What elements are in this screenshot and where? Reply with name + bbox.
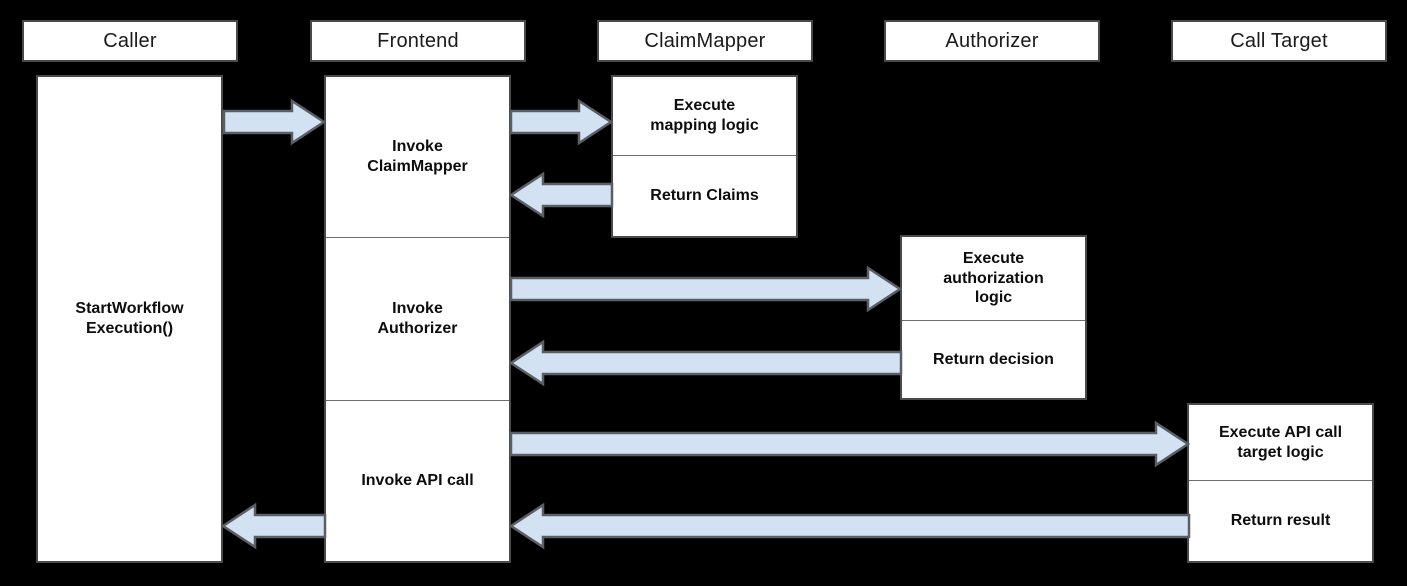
message-arrow-authorizer-to-frontend[interactable] <box>508 339 903 387</box>
participant-header-claimmapper[interactable]: ClaimMapper <box>597 20 813 62</box>
participant-label-caller: Caller <box>103 30 157 52</box>
lifeline-frontend: Invoke ClaimMapper Invoke Authorizer Inv… <box>324 75 511 563</box>
activation-frontend-invoke-api-call[interactable]: Invoke API call <box>326 400 509 561</box>
activation-frontend-invoke-claimmapper[interactable]: Invoke ClaimMapper <box>326 77 509 237</box>
activation-label: Invoke ClaimMapper <box>367 138 468 175</box>
activation-label: Execute API call target logic <box>1218 423 1343 461</box>
activation-calltarget-execute-api-call-target-logic[interactable]: Execute API call target logic <box>1189 405 1372 480</box>
participant-label-calltarget: Call Target <box>1230 30 1328 52</box>
activation-claimmapper-return-claims[interactable]: Return Claims <box>613 155 796 236</box>
lifeline-calltarget: Execute API call target logic Return res… <box>1187 403 1374 563</box>
message-arrow-frontend-to-claimmapper[interactable] <box>509 98 614 146</box>
participant-header-calltarget[interactable]: Call Target <box>1171 20 1387 62</box>
participant-label-frontend: Frontend <box>377 30 459 52</box>
activation-label: Invoke API call <box>361 472 474 490</box>
message-arrow-frontend-to-authorizer[interactable] <box>509 265 903 313</box>
activation-authorizer-return-decision[interactable]: Return decision <box>902 320 1085 398</box>
message-arrow-claimmapper-to-frontend[interactable] <box>508 171 614 219</box>
participant-header-frontend[interactable]: Frontend <box>310 20 526 62</box>
message-arrow-frontend-to-calltarget[interactable] <box>509 420 1191 468</box>
message-arrow-caller-to-frontend[interactable] <box>222 98 327 146</box>
activation-authorizer-execute-authorization-logic[interactable]: Execute authorization logic <box>902 237 1085 320</box>
activation-label: Return result <box>1230 512 1331 530</box>
activation-label: Return decision <box>933 350 1054 368</box>
message-arrow-calltarget-to-frontend[interactable] <box>508 502 1191 550</box>
message-arrow-frontend-to-caller[interactable] <box>220 502 327 550</box>
lifeline-authorizer: Execute authorization logic Return decis… <box>900 235 1087 400</box>
activation-label: Execute mapping logic <box>650 97 759 134</box>
lifeline-caller: StartWorkflow Execution() <box>36 75 223 563</box>
activation-label: Invoke Authorizer <box>377 300 458 337</box>
participant-header-caller[interactable]: Caller <box>22 20 238 62</box>
participant-label-claimmapper: ClaimMapper <box>644 30 766 52</box>
activation-calltarget-return-result[interactable]: Return result <box>1189 480 1372 561</box>
lifeline-claimmapper: Execute mapping logic Return Claims <box>611 75 798 238</box>
activation-label: Return Claims <box>650 187 759 205</box>
activation-label: StartWorkflow Execution() <box>75 300 184 337</box>
participant-header-authorizer[interactable]: Authorizer <box>884 20 1100 62</box>
activation-caller-start-workflow[interactable]: StartWorkflow Execution() <box>38 77 221 561</box>
activation-label: Execute authorization logic <box>943 250 1044 307</box>
activation-claimmapper-execute-mapping-logic[interactable]: Execute mapping logic <box>613 77 796 155</box>
participant-label-authorizer: Authorizer <box>945 30 1039 52</box>
activation-frontend-invoke-authorizer[interactable]: Invoke Authorizer <box>326 237 509 400</box>
